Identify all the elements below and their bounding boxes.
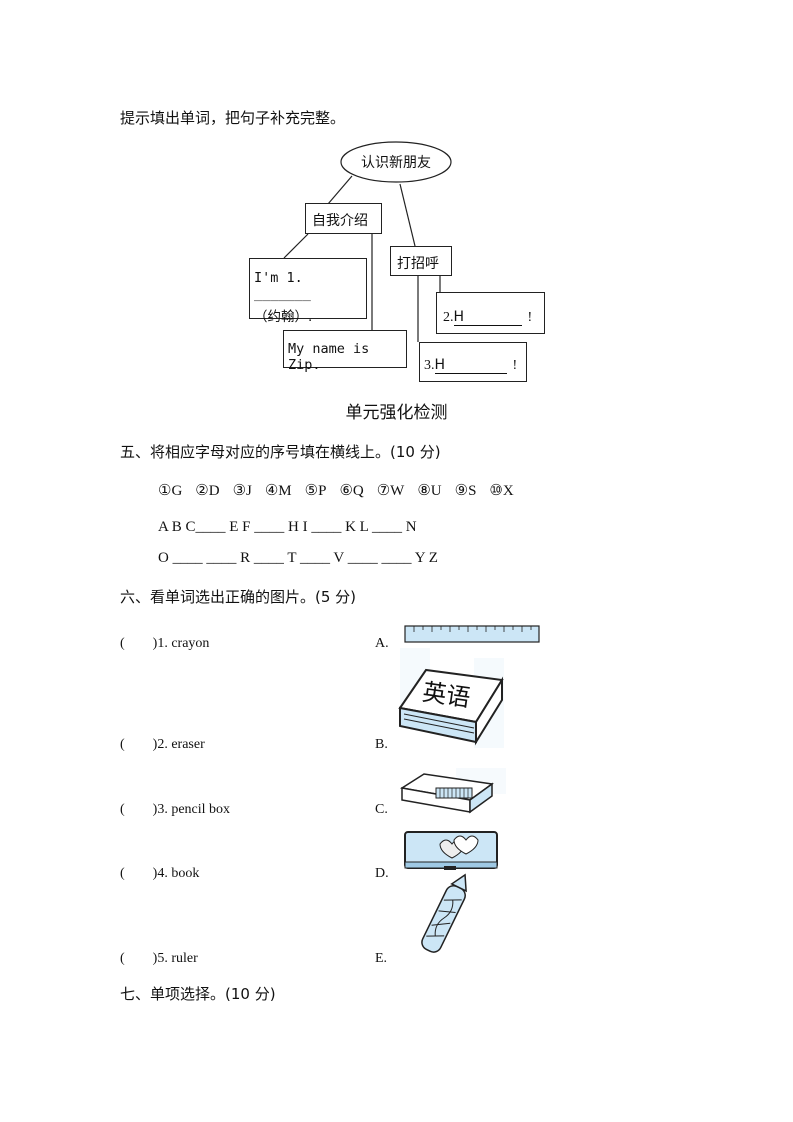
unit-title: 单元强化检测: [345, 403, 448, 423]
section5-options: ①G ②D ③J ④M ⑤P ⑥Q ⑦W ⑧U ⑨S ⑩X: [158, 481, 514, 500]
diagram-left-branch: 自我介绍: [305, 203, 382, 234]
answer-paren[interactable]: ( ): [120, 737, 158, 752]
question-row: ( )1. crayon: [120, 636, 209, 652]
box3-blank[interactable]: H: [453, 309, 522, 326]
question-word: 3. pencil box: [157, 802, 231, 817]
option-5: ⑤P: [304, 483, 327, 499]
diagram-connectors: [283, 141, 452, 342]
box3-letter: H: [453, 309, 465, 325]
connector-left-box1: [283, 233, 309, 259]
question-row: ( )2. eraser: [120, 737, 205, 753]
book-cover-text: 英语: [421, 678, 472, 712]
question-word: 5. ruler: [157, 951, 198, 966]
option-letter: D.: [375, 866, 389, 881]
box3-end: !: [527, 310, 533, 325]
box4-blank[interactable]: H: [434, 357, 507, 374]
diagram-right-branch: 打招呼: [390, 246, 452, 276]
option-2: ②D: [195, 483, 220, 499]
left-branch-label: 自我介绍: [312, 213, 368, 229]
diagram-box-2: My name is Zip.: [283, 330, 407, 373]
option-8: ⑧U: [417, 483, 442, 499]
connector-center-right: [399, 183, 416, 247]
answer-paren[interactable]: ( ): [120, 636, 158, 651]
box1-line2: （约翰）.: [254, 309, 313, 325]
book-icon: 英语: [398, 668, 504, 746]
pencil-box-icon: [404, 831, 498, 870]
connector-center-left: [327, 175, 353, 205]
diagram-box-3: 2.H!: [436, 292, 545, 334]
option-9: ⑨S: [454, 483, 477, 499]
crayon-icon: [421, 873, 467, 953]
alphabet-line-1[interactable]: A B C____ E F ____ H I ____ K L ____ N: [158, 519, 417, 535]
alphabet-line-2[interactable]: O ____ ____ R ____ T ____ V ____ ____ Y …: [158, 550, 438, 566]
diagram-box-4: 3.H!: [419, 342, 527, 382]
option-1: ①G: [158, 483, 183, 499]
diagram-box-1: I'm 1. _______ （约翰）.: [249, 258, 367, 325]
option-letter: B.: [375, 737, 388, 752]
box4-prefix: 3.: [424, 358, 435, 373]
option-letter: E.: [375, 951, 388, 966]
question-word: 4. book: [157, 866, 200, 881]
section7-heading: 七、单项选择。(10 分): [120, 985, 276, 1003]
answer-paren[interactable]: ( ): [120, 802, 158, 817]
box4-letter: H: [434, 357, 446, 373]
question-row: ( )5. ruler: [120, 951, 198, 967]
option-letter: C.: [375, 802, 388, 817]
question-row: ( )4. book: [120, 866, 199, 882]
right-branch-label: 打招呼: [397, 256, 439, 272]
answer-paren[interactable]: ( ): [120, 866, 158, 881]
question-row: ( )3. pencil box: [120, 802, 230, 818]
section5-heading: 五、将相应字母对应的序号填在横线上。(10 分): [120, 443, 441, 461]
illustrations: 英语: [398, 625, 540, 953]
box1-line1: I'm 1. _______: [254, 270, 311, 302]
center-ellipse: [340, 141, 452, 183]
box4-end: !: [512, 358, 518, 373]
diagram-center-label: 认识新朋友: [361, 155, 431, 171]
option-4: ④M: [264, 483, 292, 499]
answer-paren[interactable]: ( ): [120, 951, 158, 966]
option-letter: A.: [375, 636, 389, 651]
box2-text: My name is Zip.: [288, 341, 370, 373]
instruction-text: 提示填出单词，把句子补充完整。: [120, 109, 346, 127]
question-word: 1. crayon: [157, 636, 210, 651]
option-10: ⑩X: [489, 483, 514, 499]
option-6: ⑥Q: [339, 483, 364, 499]
box3-prefix: 2.: [443, 310, 454, 325]
option-3: ③J: [232, 483, 252, 499]
option-7: ⑦W: [376, 483, 405, 499]
ruler-icon: [404, 625, 540, 643]
eraser-icon: [399, 773, 494, 814]
section6-heading: 六、看单词选出正确的图片。(5 分): [120, 588, 357, 606]
question-word: 2. eraser: [157, 737, 205, 752]
